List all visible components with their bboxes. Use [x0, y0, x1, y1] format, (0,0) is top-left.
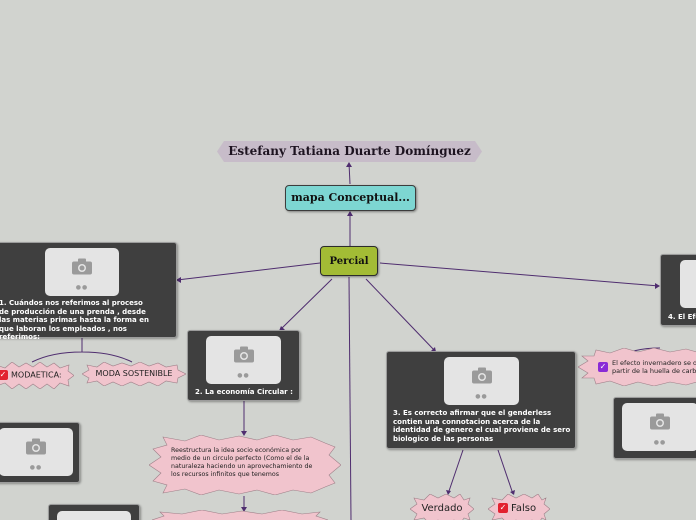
option-partial[interactable]	[152, 510, 328, 520]
image-placeholder: ●●	[444, 357, 519, 405]
title-text: Estefany Tatiana Duarte Domínguez	[228, 144, 471, 158]
question-2-text: 2. La economía Circular :	[195, 388, 293, 396]
subtitle-text: mapa Conceptual...	[291, 191, 410, 204]
camera-icon	[72, 258, 92, 275]
central-topic-text: Percial	[329, 256, 369, 267]
image-placeholder	[57, 511, 131, 520]
option-economia-circular-label: Reestructura la idea socio económica por…	[171, 447, 313, 478]
option-verdadero-label: Verdado	[421, 503, 463, 514]
checkbox-icon[interactable]: ✓	[498, 503, 508, 513]
option-verdadero[interactable]: Verdado	[410, 494, 474, 520]
option-efecto-invernadero-label: El efecto invernadero se da a partir de …	[612, 359, 696, 375]
image-node[interactable]	[48, 504, 140, 520]
subtitle-node[interactable]: mapa Conceptual...	[285, 185, 416, 211]
question-node-2[interactable]: ●● 2. La economía Circular :	[187, 330, 300, 401]
camera-icon	[233, 346, 254, 363]
image-dots: ●●	[29, 464, 43, 471]
question-node-4[interactable]: 4. El Efecto	[660, 254, 696, 326]
question-3-text: 3. Es correcto afirmar que el genderless…	[393, 409, 571, 443]
option-moda-sostenible[interactable]: MODA SOSTENIBLE	[82, 362, 186, 386]
option-economia-circular[interactable]: Reestructura la idea socio económica por…	[149, 435, 341, 495]
camera-icon	[26, 438, 46, 455]
option-moda-etica-label: ✓MODAETICA:	[0, 370, 62, 380]
image-placeholder: ●●	[206, 336, 281, 384]
camera-icon	[471, 367, 492, 384]
checkbox-icon[interactable]: ✓	[598, 362, 608, 372]
image-placeholder	[680, 260, 696, 308]
option-efecto-invernadero[interactable]: ✓ El efecto invernadero se da a partir d…	[578, 348, 696, 386]
option-moda-etica[interactable]: ✓MODAETICA:	[0, 362, 74, 389]
option-falso-label: ✓Falso	[498, 503, 537, 514]
option-falso[interactable]: ✓Falso	[488, 494, 550, 520]
camera-icon	[650, 413, 670, 430]
image-dots: ●●	[75, 284, 89, 291]
checkbox-icon[interactable]: ✓	[0, 370, 8, 380]
image-placeholder: ●●	[0, 428, 73, 476]
image-placeholder: ●●	[622, 403, 696, 451]
question-4-text: 4. El Efecto	[668, 313, 696, 321]
image-dots: ●●	[653, 439, 667, 446]
image-dots: ●●	[475, 393, 488, 400]
image-node[interactable]: ●●	[613, 397, 696, 459]
option-moda-sostenible-label: MODA SOSTENIBLE	[95, 369, 173, 378]
image-node[interactable]: ●●	[0, 422, 80, 483]
question-1-text: 1. Cuándos nos referimos al proceso de p…	[0, 299, 149, 342]
question-node-3[interactable]: ●● 3. Es correcto afirmar que el genderl…	[386, 351, 576, 449]
image-dots: ●●	[237, 372, 250, 379]
central-topic[interactable]: Percial	[320, 246, 378, 276]
title-node[interactable]: Estefany Tatiana Duarte Domínguez	[217, 141, 482, 162]
image-placeholder: ●●	[45, 248, 119, 296]
question-node-1[interactable]: ●● 1. Cuándos nos referimos al proceso d…	[0, 242, 177, 341]
